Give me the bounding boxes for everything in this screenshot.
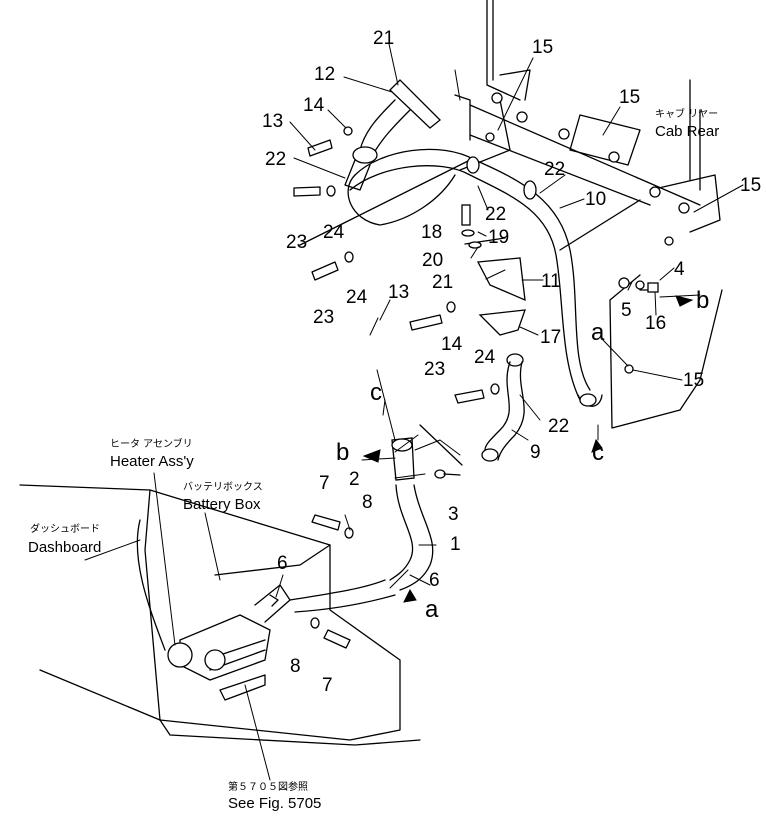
callout-21: 21: [373, 28, 394, 49]
callout-24: 24: [323, 222, 345, 243]
callout-15: 15: [619, 87, 640, 108]
connection-b: b: [336, 439, 349, 466]
callout-3: 3: [448, 504, 459, 525]
callout-18: 18: [421, 222, 442, 243]
callout-16: 16: [645, 313, 666, 334]
callout-23: 23: [286, 232, 307, 253]
cab-rear-label-jp: キャブ リヤー: [655, 107, 718, 120]
callout-5: 5: [621, 300, 632, 321]
callout-2: 2: [349, 469, 360, 490]
see-fig-label: See Fig. 5705: [228, 795, 321, 812]
dashboard-label-jp: ダッシュボード: [30, 522, 100, 535]
connection-a: a: [591, 319, 605, 346]
battery-box-label-jp: バッテリボックス: [183, 481, 263, 493]
callout-11: 11: [541, 271, 561, 292]
callout-22: 22: [265, 149, 286, 170]
callout-8: 8: [290, 656, 301, 677]
text-labels: キャブ リヤー Cab Rear ヒータ アセンブリ Heater Ass'y …: [28, 107, 719, 812]
callout-23: 23: [424, 359, 445, 380]
callout-15: 15: [532, 37, 553, 58]
hose-9: [419, 353, 525, 466]
callout-6: 6: [277, 553, 288, 574]
callout-19: 19: [488, 227, 509, 248]
callout-24: 24: [474, 347, 496, 368]
callout-7: 7: [322, 675, 333, 696]
heater-label-jp: ヒータ アセンブリ: [110, 437, 193, 450]
hose-10: [347, 148, 603, 407]
battery-box-and-dashboard: [19, 484, 421, 746]
callout-22: 22: [485, 204, 506, 225]
callout-7: 7: [319, 473, 330, 494]
see-fig-label-jp: 第５７０５図参照: [228, 780, 308, 793]
leader-lines: [84, 43, 744, 781]
callout-13: 13: [388, 282, 409, 303]
callout-6: 6: [429, 570, 440, 591]
flange-11: [464, 237, 526, 336]
callout-4: 4: [674, 259, 685, 280]
callout-21: 21: [432, 272, 453, 293]
valve-and-hose-1: [289, 437, 461, 613]
callout-14: 14: [441, 334, 463, 355]
callout-8: 8: [362, 492, 373, 513]
callout-17: 17: [540, 327, 561, 348]
connection-b: b: [696, 287, 709, 314]
callout-10: 10: [585, 189, 606, 210]
callout-24: 24: [346, 287, 368, 308]
callout-1: 1: [450, 534, 461, 555]
cab-rear-frame: [299, 0, 721, 336]
right-bracket: [609, 274, 723, 429]
callout-numbers: 21 15 12 15 14 13 22 22 15 10 22 18 19 2…: [262, 28, 761, 696]
elbow-12: [343, 79, 441, 191]
connection-c: c: [370, 379, 382, 406]
connection-a: a: [425, 596, 439, 623]
dashboard-label: Dashboard: [28, 539, 101, 556]
callout-12: 12: [314, 64, 335, 85]
callout-14: 14: [303, 95, 325, 116]
callout-20: 20: [422, 250, 443, 271]
callout-22: 22: [544, 159, 565, 180]
bolts-and-washers: [269, 139, 500, 649]
heater-label: Heater Ass'y: [110, 453, 194, 470]
battery-box-label: Battery Box: [183, 496, 261, 513]
connection-letters: b a c b c a: [336, 287, 709, 623]
callout-22: 22: [548, 416, 569, 437]
callout-23: 23: [313, 307, 334, 328]
callout-9: 9: [530, 442, 541, 463]
callout-15: 15: [740, 175, 761, 196]
callout-13: 13: [262, 111, 283, 132]
cab-rear-label: Cab Rear: [655, 123, 719, 140]
callout-15: 15: [683, 370, 704, 391]
